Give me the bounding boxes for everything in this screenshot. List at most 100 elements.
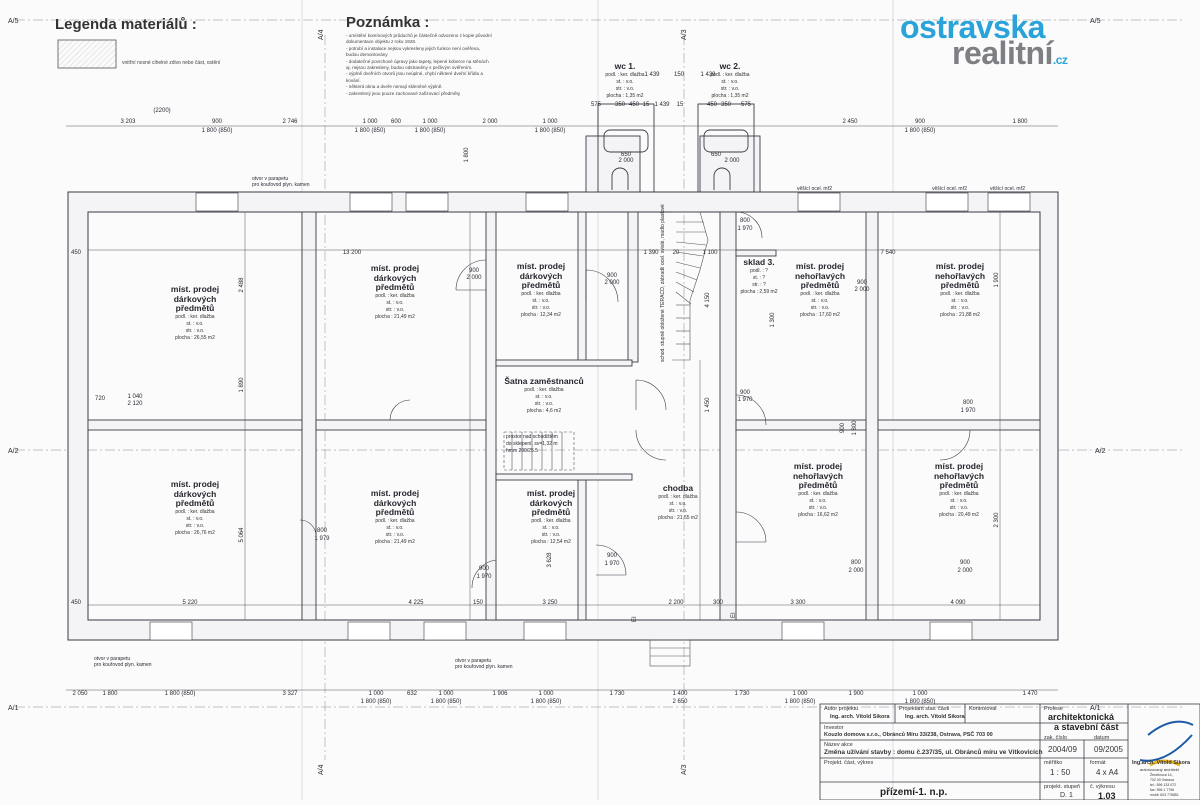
svg-text:7 540: 7 540 — [880, 250, 896, 256]
svg-text:1 800 (850): 1 800 (850) — [361, 699, 392, 705]
svg-text:EI: EI — [731, 612, 737, 618]
tb-profession-2: a stavební část — [1054, 722, 1119, 732]
svg-text:800: 800 — [963, 400, 974, 406]
svg-text:1 800 (850): 1 800 (850) — [165, 691, 196, 697]
svg-text:1 100: 1 100 — [702, 250, 718, 256]
svg-text:150: 150 — [674, 72, 685, 78]
svg-text:632: 632 — [407, 691, 418, 697]
svg-text:300: 300 — [713, 600, 724, 606]
svg-text:3 203: 3 203 — [120, 119, 136, 125]
staircase — [503, 211, 709, 667]
tb-office-3: Žerotínova 14, — [1150, 773, 1173, 777]
svg-text:2 746: 2 746 — [282, 119, 298, 125]
svg-text:350: 350 — [721, 102, 732, 108]
svg-text:2 000: 2 000 — [854, 287, 870, 293]
svg-text:A/2: A/2 — [1095, 448, 1106, 455]
svg-text:2 000: 2 000 — [482, 119, 498, 125]
svg-text:150: 150 — [473, 600, 484, 606]
tb-num-label: č. výkresu — [1090, 784, 1115, 790]
svg-text:20: 20 — [673, 250, 680, 256]
tb-profession-label: Profese — [1044, 706, 1063, 712]
svg-text:věšící ocel. mř2: věšící ocel. mř2 — [797, 186, 832, 192]
notes-title: Poznámka : — [346, 14, 430, 31]
tb-zak: 2004/09 — [1048, 745, 1077, 754]
tb-stage: D. 1 — [1060, 792, 1073, 799]
svg-text:A/4: A/4 — [318, 29, 325, 40]
interior-walls — [87, 135, 1041, 621]
svg-text:1 730: 1 730 — [734, 691, 750, 697]
svg-text:2 000: 2 000 — [618, 158, 634, 164]
svg-text:650: 650 — [621, 152, 632, 158]
legend-swatch — [57, 39, 117, 69]
svg-text:A/1: A/1 — [1090, 705, 1101, 712]
svg-text:1 300: 1 300 — [770, 312, 776, 328]
svg-text:věšící ocel. mř2: věšící ocel. mř2 — [990, 186, 1025, 192]
svg-text:A/2: A/2 — [8, 448, 19, 455]
svg-text:1 979: 1 979 — [314, 536, 330, 542]
tb-scale-label: měřítko — [1044, 760, 1063, 766]
svg-text:450: 450 — [71, 250, 82, 256]
svg-text:2 000: 2 000 — [604, 280, 620, 286]
svg-text:pro kouřovod plyn. kamen: pro kouřovod plyn. kamen — [455, 664, 513, 670]
dimension-text: 3 203 900 1 800 (850) 2 746 1 000 1 800 … — [71, 72, 1038, 705]
svg-text:650: 650 — [711, 152, 722, 158]
svg-text:5 064: 5 064 — [239, 527, 245, 543]
svg-text:450: 450 — [629, 102, 640, 108]
tb-date: 09/2005 — [1094, 745, 1123, 754]
svg-text:720: 720 — [95, 396, 106, 402]
svg-text:1 800 (850): 1 800 (850) — [431, 699, 462, 705]
svg-text:EI: EI — [632, 616, 638, 622]
svg-text:2 050: 2 050 — [72, 691, 88, 697]
svg-text:15: 15 — [677, 102, 684, 108]
svg-text:1 970: 1 970 — [737, 226, 753, 232]
svg-text:800: 800 — [317, 528, 328, 534]
svg-text:2 000: 2 000 — [724, 158, 740, 164]
svg-text:450: 450 — [71, 600, 82, 606]
svg-text:1 900: 1 900 — [848, 691, 864, 697]
note-line: dokumentace objektu z roku 1928. — [346, 39, 417, 45]
svg-text:2 000: 2 000 — [957, 568, 973, 574]
svg-text:1 390: 1 390 — [643, 250, 659, 256]
axis-lines — [15, 19, 1185, 760]
svg-text:900: 900 — [857, 280, 868, 286]
tb-drawing: přízemí-1. n.p. — [880, 787, 948, 798]
svg-text:900: 900 — [960, 560, 971, 566]
tb-project: Změna užívání stavby : domu č.237/35, ul… — [824, 749, 1043, 756]
office-logo-accent-icon — [1149, 759, 1181, 767]
svg-text:1 040: 1 040 — [127, 394, 143, 400]
svg-text:1 000: 1 000 — [912, 691, 928, 697]
outer-walls — [67, 191, 1059, 641]
door-dimension-text: 900 2 000 900 2 000 900 2 000 900 1 970 … — [95, 218, 976, 580]
svg-text:3 628: 3 628 — [547, 552, 553, 568]
watermark-logo: ostravska realitní.cz — [900, 9, 1068, 71]
svg-text:1 450: 1 450 — [705, 397, 711, 413]
svg-text:4 090: 4 090 — [950, 600, 966, 606]
svg-text:1 900: 1 900 — [994, 272, 1000, 288]
note-line: kování. — [346, 77, 361, 83]
tb-check-label: Kontroloval — [969, 706, 997, 712]
svg-text:1 890: 1 890 — [239, 377, 245, 393]
note-line: - dodatečné povrchové úpravy jako tapety… — [346, 58, 489, 64]
svg-text:2 450: 2 450 — [842, 119, 858, 125]
svg-text:4 225: 4 225 — [408, 600, 424, 606]
svg-text:A/3: A/3 — [681, 764, 688, 775]
svg-text:900: 900 — [915, 119, 926, 125]
svg-text:2 120: 2 120 — [127, 401, 143, 407]
svg-text:hmm 200/25.5: hmm 200/25.5 — [506, 448, 538, 454]
tb-format-label: formát — [1090, 760, 1106, 766]
dimension-lines — [66, 125, 1058, 691]
svg-text:1 400: 1 400 — [672, 691, 688, 697]
svg-text:1 470: 1 470 — [1022, 691, 1038, 697]
svg-text:A/1: A/1 — [8, 705, 19, 712]
note-line: - zakreslený jsou pouze zachované zařizo… — [346, 90, 461, 96]
tb-investor: Kouzlo domova s.r.o., Obránců Míru 33/23… — [824, 732, 993, 738]
svg-text:1 000: 1 000 — [362, 119, 378, 125]
svg-text:1 000: 1 000 — [438, 691, 454, 697]
